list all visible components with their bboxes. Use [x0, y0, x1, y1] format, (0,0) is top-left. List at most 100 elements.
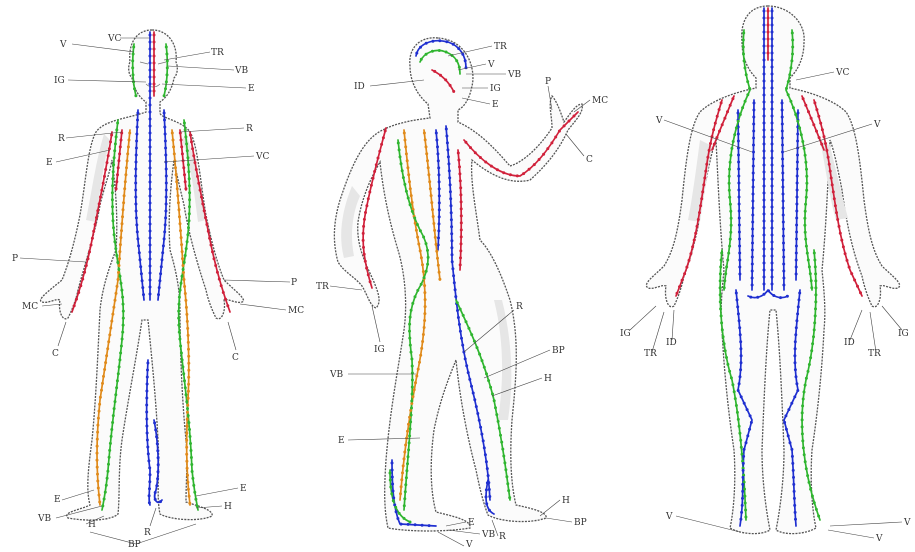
acupoint-dot: [389, 472, 392, 475]
acupoint-dot: [481, 359, 484, 362]
acupoint-dot: [738, 203, 741, 206]
acupoint-dot: [740, 361, 743, 364]
acupoint-dot: [99, 396, 102, 399]
acupoint-dot: [767, 52, 770, 55]
acupoint-dot: [730, 217, 733, 220]
acupoint-dot: [459, 186, 462, 189]
acupoint-dot: [402, 464, 405, 467]
acupoint-dot: [763, 283, 766, 286]
acupoint-dot: [117, 268, 120, 271]
acupoint-dot: [791, 32, 794, 35]
acupoint-dot: [391, 462, 394, 465]
acupoint-dot: [810, 286, 813, 289]
label-back-id-right: ID: [844, 338, 855, 348]
acupoint-dot: [148, 487, 151, 490]
acupoint-dot: [165, 203, 168, 206]
acupoint-dot: [134, 94, 137, 97]
acupoint-dot: [487, 474, 490, 477]
acupoint-dot: [134, 203, 137, 206]
acupoint-dot: [451, 267, 454, 270]
acupoint-dot: [178, 303, 181, 306]
acupoint-dot: [743, 495, 746, 498]
acupoint-dot: [805, 377, 808, 380]
acupoint-dot: [742, 462, 745, 465]
acupoint-dot: [718, 130, 721, 133]
acupoint-dot: [373, 170, 376, 173]
acupoint-dot: [148, 480, 151, 483]
label-front-e-chest: E: [46, 158, 53, 168]
acupoint-dot: [106, 470, 109, 473]
acupoint-dot: [122, 317, 125, 320]
acupoint-dot: [723, 279, 726, 282]
acupoint-dot: [771, 283, 774, 286]
acupoint-dot: [801, 418, 804, 421]
label-side-vb-foot: VB: [481, 530, 495, 540]
acupoint-dot: [96, 480, 99, 483]
acupoint-dot: [720, 252, 723, 255]
acupoint-dot: [751, 284, 754, 287]
acupoint-dot: [814, 286, 817, 289]
acupoint-dot: [188, 191, 191, 194]
acupoint-dot: [406, 159, 409, 162]
acupoint-dot: [450, 204, 453, 207]
acupoint-dot: [149, 258, 152, 261]
acupoint-dot: [438, 187, 441, 190]
acupoint-dot: [153, 90, 156, 93]
acupoint-dot: [771, 129, 774, 132]
acupoint-dot: [449, 183, 452, 186]
acupoint-dot: [403, 497, 406, 500]
acupoint-dot: [178, 208, 181, 211]
acupoint-dot: [116, 173, 119, 176]
acupoint-dot: [791, 39, 794, 42]
acupoint-dot: [106, 347, 109, 350]
label-back-ig-right: IG: [898, 329, 909, 339]
acupoint-dot: [771, 108, 774, 111]
acupoint-dot: [781, 137, 784, 140]
acupoint-dot: [165, 53, 168, 56]
acupoint-dot: [807, 370, 810, 373]
acupoint-dot: [814, 279, 817, 282]
acupoint-dot: [96, 424, 99, 427]
acupoint-dot: [184, 135, 187, 138]
acupoint-dot: [740, 511, 743, 514]
acupoint-dot: [688, 259, 691, 262]
acupoint-dot: [807, 259, 810, 262]
acupoint-dot: [149, 473, 152, 476]
acupoint-dot: [735, 126, 738, 129]
acupoint-dot: [437, 166, 440, 169]
acupoint-dot: [110, 435, 113, 438]
acupoint-dot: [794, 333, 797, 336]
acupoint-dot: [149, 216, 152, 219]
acupoint-dot: [432, 222, 435, 225]
acupoint-dot: [448, 169, 451, 172]
acupoint-dot: [683, 272, 686, 275]
acupoint-dot: [200, 196, 203, 199]
acupoint-dot: [405, 469, 408, 472]
acupoint-dot: [804, 231, 807, 234]
acupoint-dot: [188, 502, 191, 505]
acupoint-dot: [149, 195, 152, 198]
label-side-e-head: E: [492, 100, 499, 110]
acupoint-dot: [184, 386, 187, 389]
acupoint-dot: [136, 126, 139, 129]
acupoint-dot: [153, 76, 156, 79]
acupoint-dot: [732, 140, 735, 143]
acupoint-dot: [431, 50, 434, 53]
acupoint-dot: [149, 223, 152, 226]
acupoint-dot: [398, 148, 401, 151]
acupoint-dot: [149, 125, 152, 128]
label-front-ig: IG: [54, 76, 65, 86]
acupoint-dot: [157, 293, 160, 296]
acupoint-dot: [199, 189, 202, 192]
acupoint-dot: [736, 305, 739, 308]
acupoint-dot: [785, 428, 788, 431]
acupoint-dot: [771, 10, 774, 13]
acupoint-dot: [763, 101, 766, 104]
acupoint-dot: [460, 214, 463, 217]
acupoint-dot: [121, 215, 124, 218]
acupoint-dot: [194, 161, 197, 164]
acupoint-dot: [767, 10, 770, 13]
acupoint-dot: [210, 244, 213, 247]
acupoint-dot: [420, 283, 423, 286]
acupoint-dot: [811, 342, 814, 345]
